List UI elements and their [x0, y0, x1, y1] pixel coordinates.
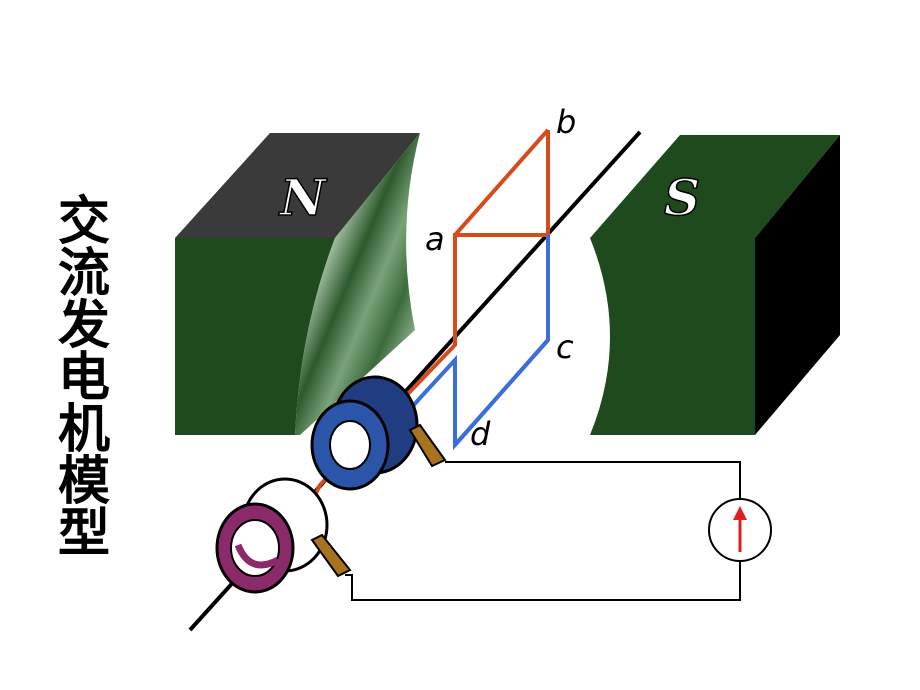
title-char-4: 机 [57, 400, 110, 460]
galvanometer-needle-head [733, 506, 747, 520]
slip-ring-icon [310, 375, 419, 491]
brush-back-icon [310, 533, 352, 578]
south-magnet-top [590, 135, 840, 238]
south-magnet-front [590, 238, 755, 435]
title-char-3: 电 [57, 348, 110, 408]
title-char-2: 发 [57, 296, 110, 356]
title-char-1: 流 [57, 244, 110, 304]
south-magnet-side [755, 135, 840, 435]
north-magnet-front [175, 238, 335, 435]
coil-wire-c-edge [453, 338, 550, 447]
coil-wire-top-edge [453, 128, 550, 237]
coil-label-d: d [470, 415, 491, 453]
title-char-5: 模 [57, 452, 110, 512]
brush-icon [408, 423, 447, 468]
title-char-6: 型 [57, 504, 110, 564]
north-pole-label: N [278, 168, 328, 227]
south-pole-label: S [664, 168, 700, 227]
title-char-0: 交 [57, 192, 110, 252]
title-vertical: 交流发电机模型 [52, 196, 116, 560]
circuit-wire-bottom [345, 560, 741, 601]
slip-ring-front-hole [329, 420, 371, 470]
north-magnet-top [175, 133, 420, 238]
slip-ring-back-inner-arc [234, 543, 280, 569]
north-magnet-curved-face [295, 133, 420, 435]
coil-label-c: c [556, 328, 574, 366]
coil-label-a: a [425, 220, 445, 258]
south-magnet: S [590, 135, 840, 435]
north-magnet: N [175, 133, 420, 435]
coil-label-b: b [556, 103, 576, 141]
coil-wire-ab [313, 130, 550, 496]
slip-ring-back-icon [215, 477, 329, 594]
circuit-wire-top [445, 461, 741, 500]
galvanometer-icon [708, 498, 772, 562]
